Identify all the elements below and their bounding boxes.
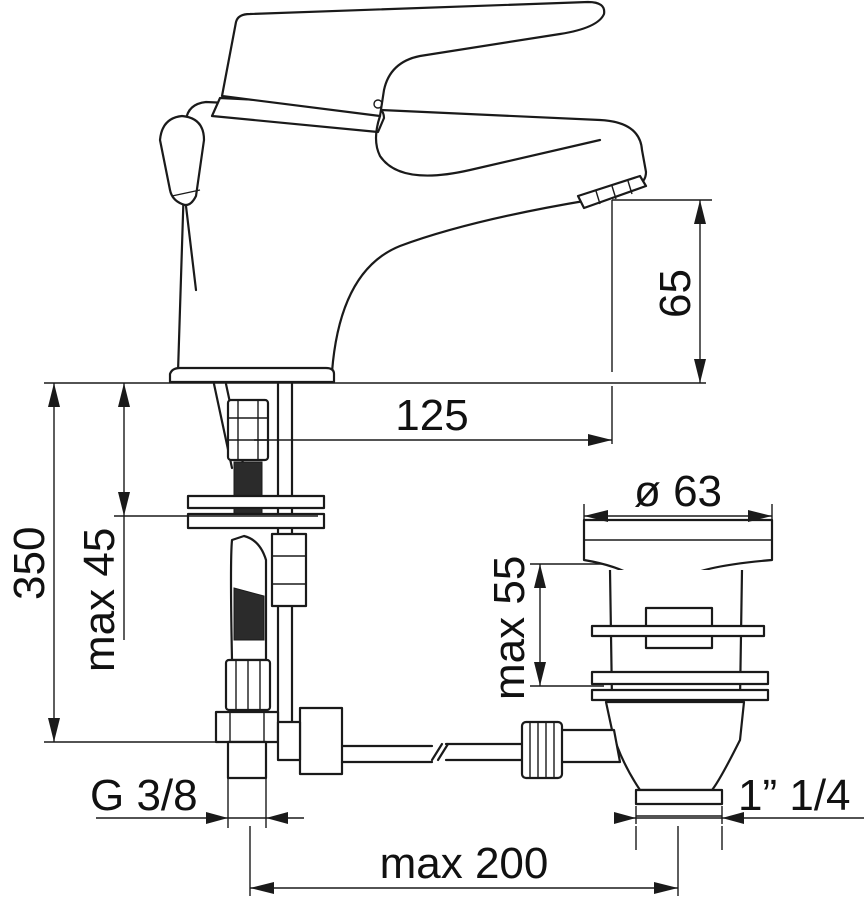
faucet-body xyxy=(168,0,648,384)
popup-knob xyxy=(158,114,206,292)
drain-assembly xyxy=(520,518,774,824)
dim-deck-thickness: max 45 xyxy=(75,528,124,672)
dim-drain-height: max 55 xyxy=(485,556,534,700)
dim-inlet-thread: G 3/8 xyxy=(90,771,198,820)
dim-rod-length: max 200 xyxy=(380,839,549,888)
dimension-lines xyxy=(44,199,864,896)
dim-total-height: 350 xyxy=(5,527,54,600)
dimension-labels: 65 125 350 max 45 ø 63 max 55 G 3/8 1” 1… xyxy=(5,269,851,888)
dim-drain-diameter: ø 63 xyxy=(634,467,722,516)
dim-spout-height: 65 xyxy=(651,269,700,318)
under-deck-assembly xyxy=(186,382,344,780)
dim-drain-thread: 1” 1/4 xyxy=(738,771,851,820)
dim-spout-reach: 125 xyxy=(395,391,468,440)
lift-rod xyxy=(340,742,526,764)
